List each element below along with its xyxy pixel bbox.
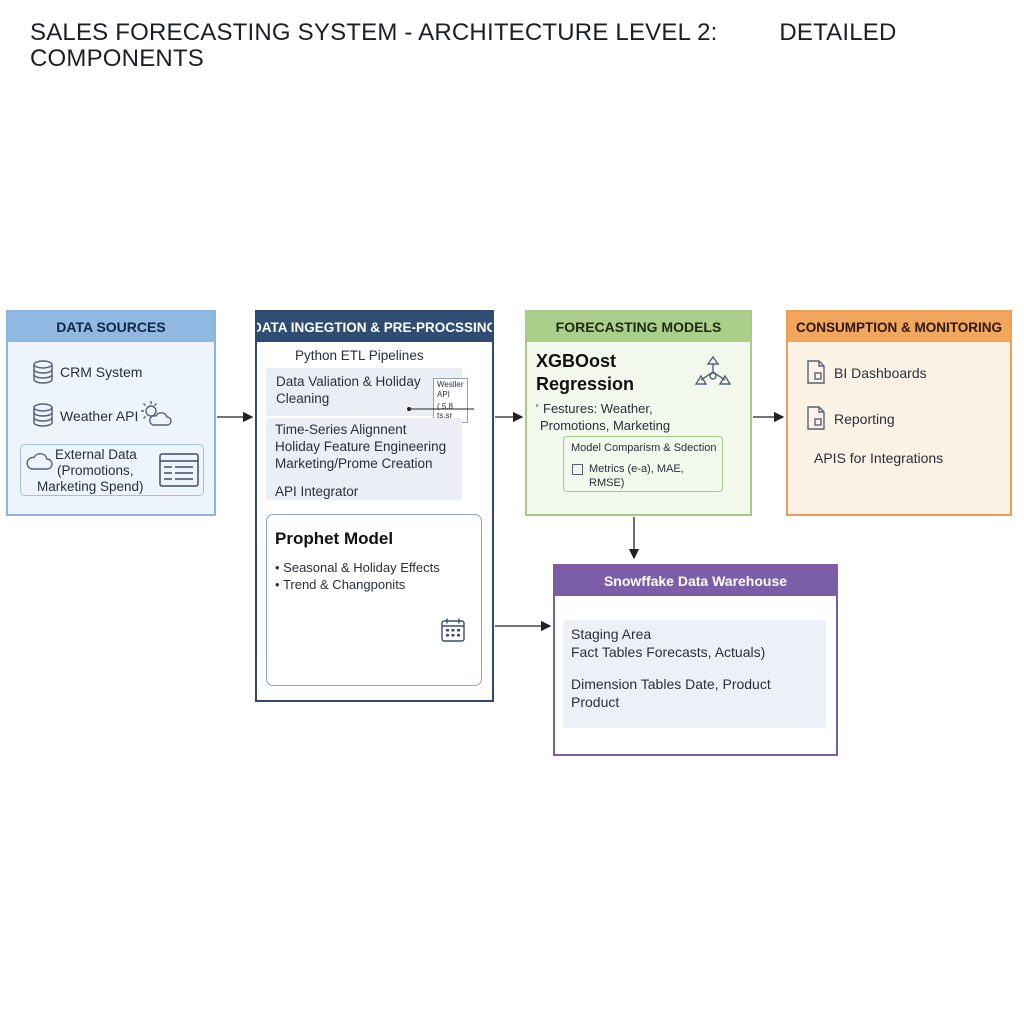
prophet-bullet-1-text: Seasonal & Holiday Effects bbox=[283, 560, 440, 575]
connector-dot bbox=[407, 407, 411, 411]
metrics-checkbox[interactable] bbox=[572, 464, 583, 475]
window-icon bbox=[159, 453, 199, 487]
external-data-box: External Data (Promotions, Marketing Spe… bbox=[20, 444, 204, 496]
features-mark: ᵋ bbox=[536, 402, 539, 411]
prophet-bullet-2-text: Trend & Changponits bbox=[282, 577, 406, 592]
api-integrator-label: API Integrator bbox=[275, 484, 359, 499]
warehouse-tables-box: Staging Area Fact Tables Forecasts, Actu… bbox=[563, 620, 826, 728]
database-icon bbox=[33, 403, 53, 427]
features-line-1: Festures: Weather, bbox=[543, 401, 653, 416]
etl-pipelines-label: Python ETL Pipelines bbox=[295, 348, 424, 363]
validation-line-1: Data Valiation & Holiday bbox=[276, 374, 421, 389]
title-line-2: COMPONENTS bbox=[30, 45, 205, 72]
fact-tables-label: Fact Tables Forecasts, Actuals) bbox=[571, 644, 766, 660]
consumption-panel: CONSUMPTION & MONITORING BI Dashboards R… bbox=[786, 310, 1012, 516]
weather-tag-line-2: API bbox=[437, 390, 450, 399]
external-data-line-2: (Promotions, bbox=[57, 463, 134, 478]
alignment-box: Time-Series Alignnent Holiday Feature En… bbox=[266, 418, 462, 500]
prophet-bullet-1: • Seasonal & Holiday Effects bbox=[275, 560, 440, 575]
prophet-model-box: Prophet Model • Seasonal & Holiday Effec… bbox=[266, 514, 482, 686]
xgboost-line-2: Regression bbox=[536, 374, 635, 394]
validation-line-2: Cleaning bbox=[276, 391, 330, 406]
external-data-line-1: External Data bbox=[55, 447, 137, 462]
cloud-icon bbox=[26, 453, 53, 470]
title-line-1: SALES FORECASTING SYSTEM - ARCHITECTURE … bbox=[30, 19, 897, 46]
prophet-title: Prophet Model bbox=[275, 529, 394, 548]
external-data-line-3: Marketing Spend) bbox=[37, 479, 144, 494]
reporting-label: Reporting bbox=[834, 411, 895, 427]
dimension-tables-label-2: Product bbox=[571, 694, 620, 710]
document-icon bbox=[807, 360, 825, 384]
xgboost-line-1: XGBOost bbox=[536, 351, 617, 371]
data-sources-header: DATA SOURCES bbox=[8, 312, 214, 342]
crm-system-label: CRM System bbox=[60, 364, 143, 380]
model-comparison-label: Model Comparism & Sdection bbox=[571, 442, 717, 454]
metrics-label: Metrics (e-a), MAE, RMSE) bbox=[589, 463, 684, 489]
staging-area-label: Staging Area bbox=[571, 626, 652, 642]
features-line-2: Promotions, Marketing bbox=[540, 418, 671, 433]
weather-api-tag: Wesller API ( 5.8 ts.sr bbox=[433, 378, 468, 423]
calendar-icon bbox=[441, 618, 465, 642]
database-icon bbox=[33, 360, 53, 384]
model-comparison-box: Model Comparism & Sdection Metrics (e-a)… bbox=[563, 436, 723, 492]
data-sources-panel: DATA SOURCES CRM System Weather API Exte… bbox=[6, 310, 216, 516]
alignment-line-1: Time-Series Alignnent bbox=[275, 422, 407, 437]
validation-box: Data Valiation & Holiday Cleaning bbox=[266, 368, 462, 416]
prophet-bullet-2: • Trend & Changponits bbox=[275, 577, 406, 592]
forecasting-panel: FORECASTING MODELS XGBOost Regression ᵋ … bbox=[525, 310, 752, 516]
ingestion-panel: DATA INGEGTION & PRE-PROCSSING Python ET… bbox=[255, 310, 494, 702]
report-icon bbox=[807, 406, 825, 430]
ingestion-header: DATA INGEGTION & PRE-PROCSSING bbox=[257, 312, 492, 342]
dimension-tables-label: Dimension Tables Date, Product bbox=[571, 676, 771, 692]
weather-tag-line-3: ( 5.8 bbox=[437, 402, 454, 411]
model-network-icon bbox=[695, 355, 731, 385]
weather-tag-line-1: Wesller bbox=[437, 380, 464, 389]
bi-dashboards-label: BI Dashboards bbox=[834, 365, 927, 381]
warehouse-panel: Snowffake Data Warehouse Staging Area Fa… bbox=[553, 564, 838, 756]
weather-api-label: Weather API bbox=[60, 408, 139, 424]
alignment-line-2: Holiday Feature Engineering bbox=[275, 439, 447, 454]
warehouse-header: Snowffake Data Warehouse bbox=[555, 566, 836, 596]
alignment-line-3: Marketing/Prome Creation bbox=[275, 456, 433, 471]
page-title: SALES FORECASTING SYSTEM - ARCHITECTURE … bbox=[30, 20, 930, 72]
weather-icon bbox=[141, 401, 172, 426]
consumption-header: CONSUMPTION & MONITORING bbox=[788, 312, 1010, 342]
forecasting-header: FORECASTING MODELS bbox=[527, 312, 750, 342]
apis-label: APIS for Integrations bbox=[814, 450, 944, 466]
weather-tag-line-4: ts.sr bbox=[437, 411, 453, 420]
